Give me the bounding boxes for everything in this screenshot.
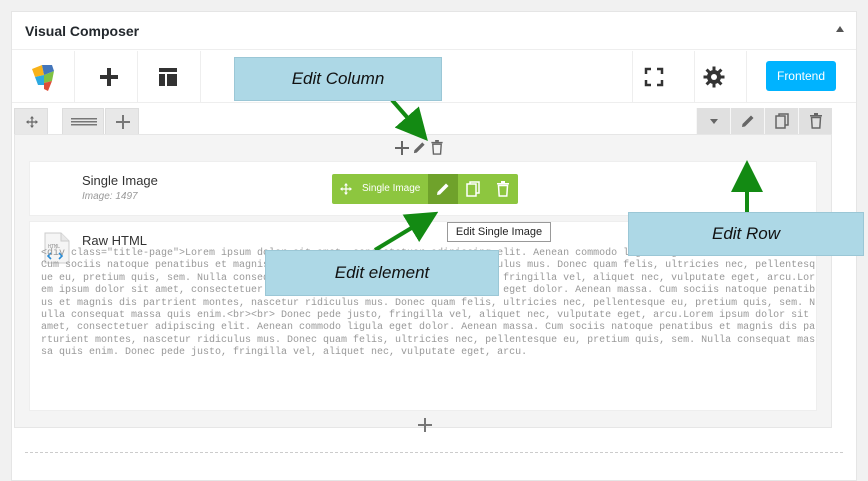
vc-logo-icon [32, 65, 54, 91]
element-title: Raw HTML [82, 233, 148, 248]
toolbar-separator [74, 51, 75, 103]
toolbar-separator [200, 51, 201, 103]
chevron-down-icon [710, 119, 718, 124]
panel-header: Visual Composer [12, 12, 856, 50]
copy-icon [775, 113, 789, 129]
column-controls [395, 139, 447, 157]
callout-edit-column: Edit Column [234, 57, 442, 101]
callout-edit-row: Edit Row [628, 212, 864, 256]
templates-icon[interactable] [156, 65, 180, 89]
add-column-button[interactable] [105, 108, 139, 134]
trash-icon [810, 113, 822, 129]
frontend-button[interactable]: Frontend [766, 61, 836, 91]
row-header [14, 108, 832, 134]
move-icon [340, 183, 352, 195]
trash-icon [497, 181, 509, 197]
plus-icon [116, 115, 130, 129]
edit-column-icon[interactable] [413, 141, 426, 154]
edit-element-button[interactable] [428, 174, 458, 204]
edit-row-button[interactable] [730, 108, 764, 134]
add-element-icon[interactable] [97, 65, 121, 89]
panel-title: Visual Composer [25, 23, 140, 39]
toolbar-separator [137, 51, 138, 103]
element-move-handle[interactable]: Single Image [332, 174, 428, 204]
row-toggle-button[interactable] [696, 108, 730, 134]
toolbar-separator [632, 51, 633, 103]
svg-text:HTML: HTML [48, 244, 60, 250]
element-title: Single Image [82, 173, 158, 188]
html-file-icon: HTML [44, 232, 70, 264]
add-to-column-icon[interactable] [395, 141, 409, 155]
pencil-icon [437, 183, 449, 195]
copy-icon [466, 181, 480, 197]
clone-row-button[interactable] [764, 108, 798, 134]
add-row-placeholder[interactable] [25, 452, 843, 454]
row-controls [696, 108, 832, 134]
delete-row-button[interactable] [798, 108, 832, 134]
delete-element-button[interactable] [488, 174, 518, 204]
row-layout-icon [71, 118, 97, 126]
vc-toolbar: Frontend [12, 51, 856, 103]
toolbar-separator [746, 51, 747, 103]
collapse-arrow-icon[interactable] [836, 26, 844, 32]
pencil-icon [742, 115, 754, 127]
add-element-bottom-icon[interactable] [418, 418, 432, 432]
delete-column-icon[interactable] [431, 140, 443, 155]
element-control-label: Single Image [362, 183, 421, 194]
gear-icon[interactable] [702, 65, 726, 89]
move-icon [26, 116, 38, 128]
clone-element-button[interactable] [458, 174, 488, 204]
callout-edit-element: Edit element [265, 250, 499, 296]
tooltip: Edit Single Image [447, 222, 551, 242]
row-move-handle[interactable] [14, 108, 48, 134]
single-image-element[interactable]: Single Image Image: 1497 Single Image [29, 161, 817, 216]
fullscreen-icon[interactable] [642, 65, 666, 89]
element-controls: Single Image [332, 174, 518, 204]
row-layout-button[interactable] [62, 108, 104, 134]
toolbar-separator [694, 51, 695, 103]
element-subtitle: Image: 1497 [82, 191, 138, 202]
